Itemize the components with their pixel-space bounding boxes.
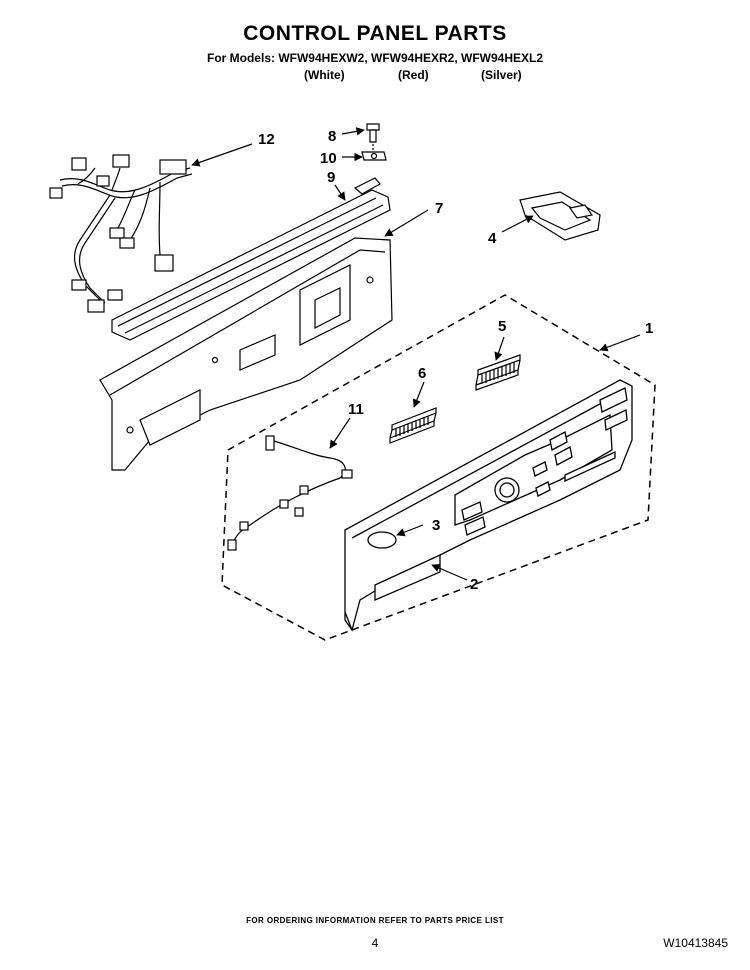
callout-7: 7 [435,200,443,217]
callout-6: 6 [418,365,426,382]
page-title: CONTROL PANEL PARTS [243,22,507,45]
leader-lines [191,127,641,581]
models-line: For Models: WFW94HEXW2, WFW94HEXR2, WFW9… [206,51,544,65]
color-silver-label: (Silver) [481,68,522,82]
console-panel-7 [99,237,393,471]
callout-10: 10 [320,150,337,167]
color-white-label: (White) [304,68,345,82]
ordering-info: FOR ORDERING INFORMATION REFER TO PARTS … [246,916,504,925]
callout-8: 8 [328,128,336,145]
document-number: W10413845 [663,936,728,950]
callout-2: 2 [470,576,478,593]
rail-bracket-9 [111,177,391,341]
ribbon-cable-5 [475,354,521,391]
assembly-outline-1 [221,294,656,641]
callout-1: 1 [645,320,653,337]
clip-10 [361,151,387,161]
callout-3: 3 [432,517,440,534]
callout-12: 12 [258,131,275,148]
callout-5: 5 [498,318,506,335]
callout-11: 11 [348,401,364,418]
console-front-2 [344,379,633,632]
ribbon-cable-6 [389,407,437,444]
page-number: 4 [371,936,379,950]
knob-4 [519,191,601,241]
color-red-label: (Red) [398,68,429,82]
callout-9: 9 [327,169,335,186]
wire-harness-12 [49,154,193,313]
callout-4: 4 [488,230,497,247]
wire-harness-11 [227,435,353,551]
screw-8 [366,123,380,150]
